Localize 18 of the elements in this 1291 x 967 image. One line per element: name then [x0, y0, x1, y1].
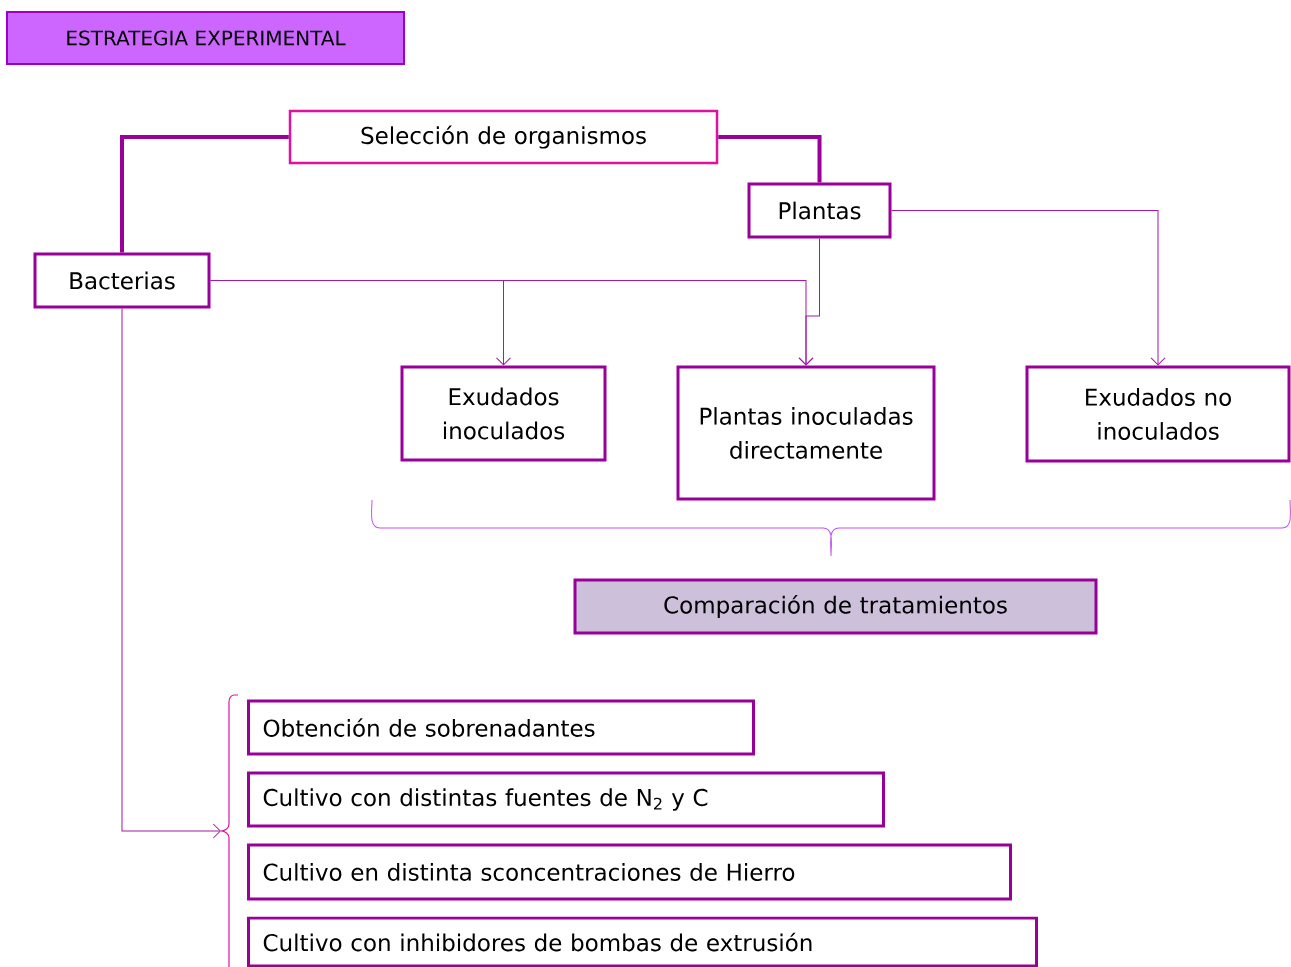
connector — [718, 135, 822, 183]
treatment-box: Exudados no inoculados — [1025, 365, 1291, 463]
result-box: Comparación de tratamientos — [573, 578, 1098, 635]
step-box: Obtención de sobrenadantes — [247, 699, 755, 756]
arrow — [121, 308, 221, 839]
treatment-box: Plantas inoculadas directamente — [676, 365, 936, 501]
step-box: Cultivo con distintas fuentes de N$_{2}$ y C — [247, 771, 885, 828]
connector — [798, 238, 820, 366]
process-box: Selección de organismos — [288, 109, 719, 165]
treatment-box: Exudados inoculados — [400, 365, 607, 462]
bracket — [220, 694, 239, 967]
step-box: Cultivo en distinta sconcentraciones de Hierro — [247, 843, 1012, 901]
connector — [891, 210, 1166, 366]
connector — [120, 135, 289, 253]
process-box: Plantas — [747, 182, 892, 239]
title-banner: ESTRATEGIA EXPERIMENTAL — [6, 11, 405, 65]
process-box: Bacterias — [33, 252, 211, 309]
step-box: Cultivo con inhibidores de bombas de extrusión — [247, 916, 1038, 967]
